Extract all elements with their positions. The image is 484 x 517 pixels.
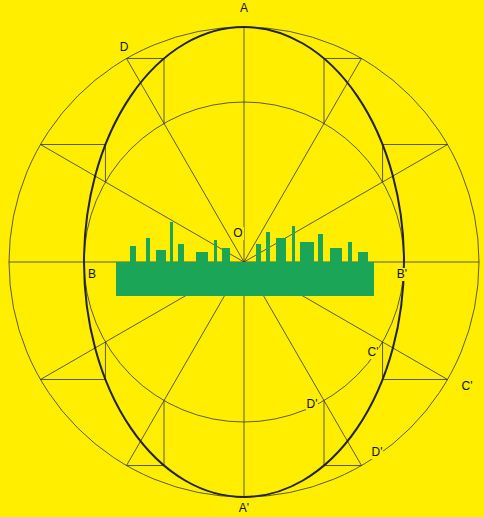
projection-line <box>105 342 106 380</box>
projection-line <box>105 145 106 183</box>
major-circle <box>9 27 479 497</box>
point-label: D' <box>371 446 384 459</box>
projection-line <box>164 401 165 466</box>
refinery-silhouette <box>116 222 374 296</box>
projection-line <box>382 342 383 380</box>
projection-line <box>127 58 165 59</box>
point-label: D' <box>306 398 319 411</box>
projection-line <box>164 58 165 123</box>
projection-line <box>383 144 448 145</box>
projection-line <box>40 144 105 145</box>
point-label: A <box>239 2 249 15</box>
projection-line <box>324 465 362 466</box>
construction-lines <box>9 27 479 497</box>
point-label: A' <box>238 502 250 515</box>
ellipse <box>84 27 404 497</box>
projection-line <box>324 58 325 123</box>
point-label: B <box>87 268 97 281</box>
point-label: D <box>119 41 130 54</box>
projection-line <box>382 145 383 183</box>
point-label: C' <box>367 346 380 359</box>
projection-line <box>127 465 165 466</box>
center-label: O <box>232 227 243 240</box>
point-label: B' <box>396 268 408 281</box>
diameter-line <box>40 145 447 380</box>
projection-line <box>324 401 325 466</box>
projection-line <box>40 379 105 380</box>
projection-line <box>324 58 362 59</box>
point-label: C' <box>461 380 474 393</box>
projection-line <box>383 379 448 380</box>
